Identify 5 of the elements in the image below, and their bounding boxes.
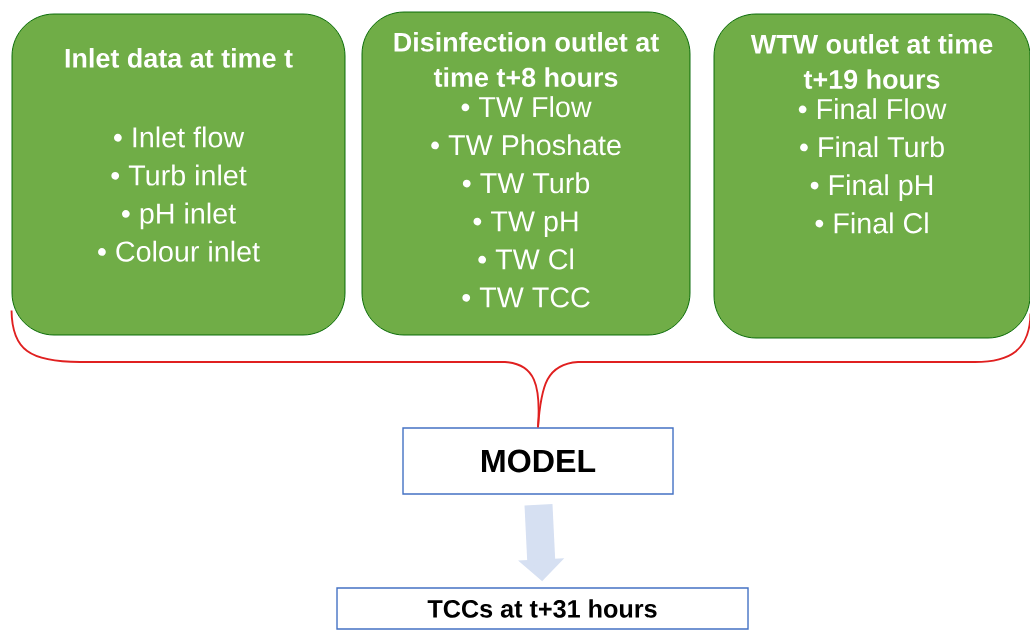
output-box: TCCs at t+31 hours <box>336 587 749 630</box>
process-box: MODEL <box>402 427 674 495</box>
list-card: Disinfection outlet at time t+8 hours • TW Flow • TW Phoshate • TW Turb • TW pH • TW Cl • TW TCC <box>361 11 691 336</box>
list-card: Inlet data at time t • Inlet flow • Turb inlet • pH inlet • Colour inlet <box>11 13 346 336</box>
list-card: WTW outlet at time t+19 hours • Final Flow • Final Turb • Final pH • Final Cl <box>713 13 1030 339</box>
